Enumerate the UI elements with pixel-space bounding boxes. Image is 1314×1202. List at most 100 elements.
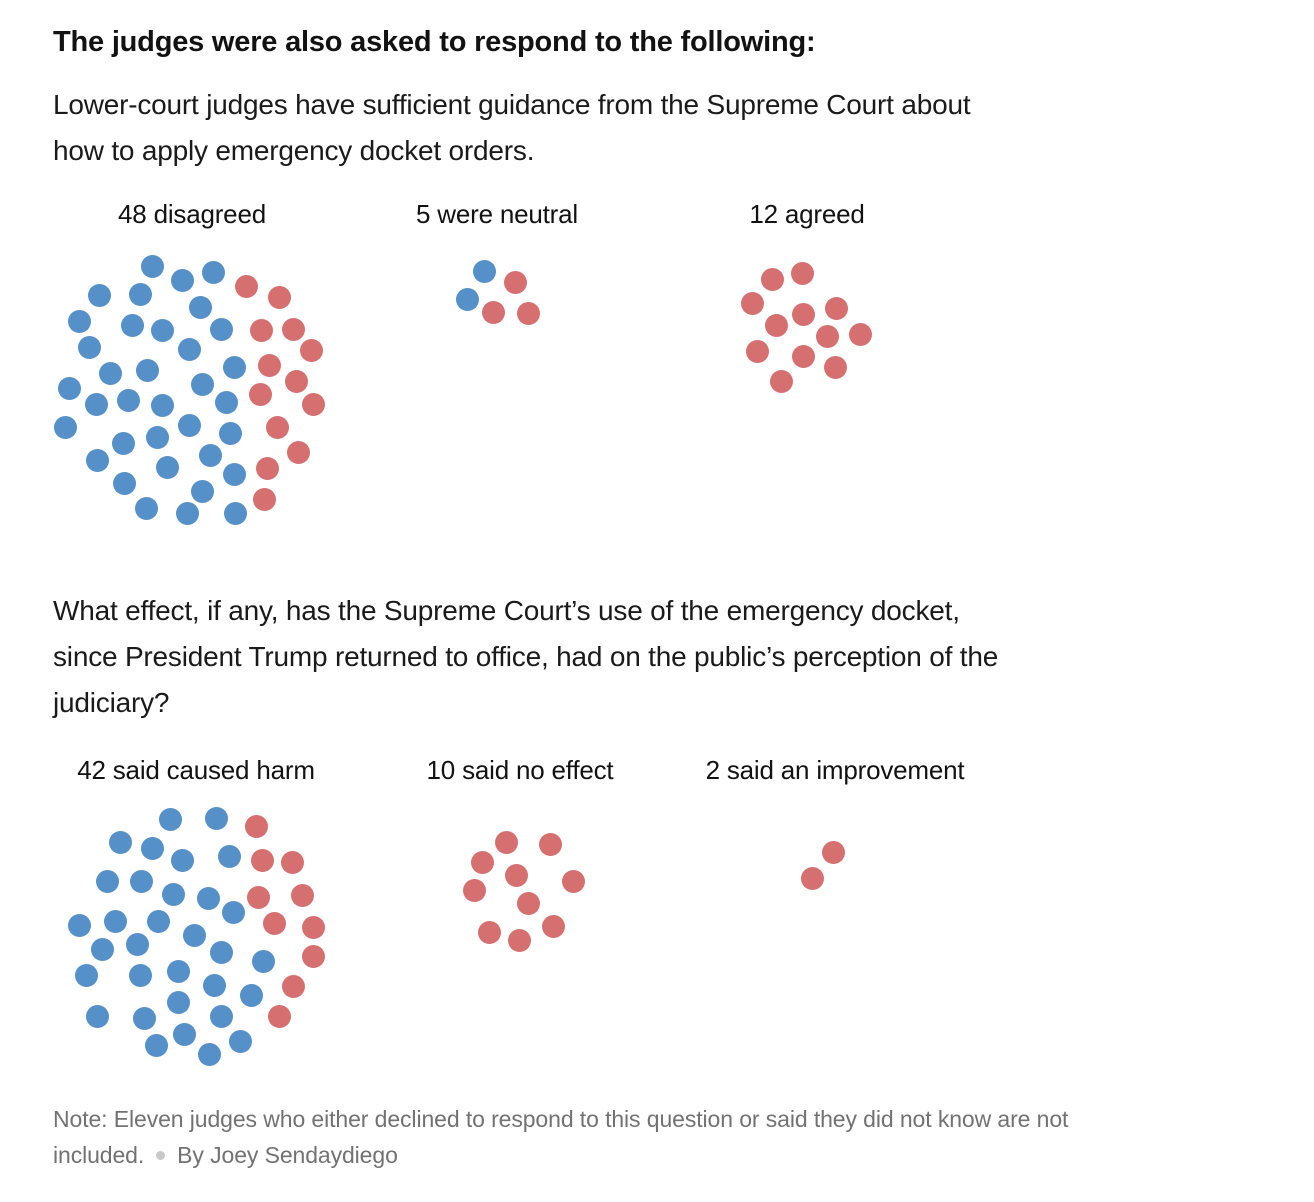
judge-dot-blue (222, 355, 246, 379)
judge-dot-red (262, 911, 286, 935)
judge-dot-red (234, 274, 258, 298)
judge-dot-blue (170, 268, 194, 292)
judge-dot-red (299, 338, 323, 362)
judge-dot-red (470, 850, 494, 874)
judge-dot-blue (251, 949, 275, 973)
cluster-label: 12 agreed (749, 199, 865, 229)
judge-dot-blue (90, 937, 114, 961)
judge-dot-blue (196, 886, 220, 910)
judge-dot-blue (145, 425, 169, 449)
judge-dot-blue (170, 848, 194, 872)
question-1: Lower-court judges have sufficient guida… (53, 82, 971, 174)
judge-dot-red (301, 915, 325, 939)
judge-dot-blue (57, 376, 81, 400)
question-2-line: judiciary? (53, 687, 170, 718)
judge-dot-blue (140, 836, 164, 860)
judge-dot-red (790, 261, 814, 285)
judge-dot-blue (455, 287, 479, 311)
judge-dot-blue (209, 1004, 233, 1028)
judge-dot-blue (95, 869, 119, 893)
cluster-label: 5 were neutral (416, 199, 578, 229)
judge-dot-red (481, 300, 505, 324)
judge-dot-blue (161, 882, 185, 906)
judge-dot-blue (128, 963, 152, 987)
judge-dot-blue (125, 932, 149, 956)
footnote-included: included. (53, 1142, 145, 1168)
byline: By Joey Sendaydiego (177, 1142, 398, 1168)
judge-dot-red (824, 296, 848, 320)
judge-dot-blue (103, 909, 127, 933)
judge-dot-red (257, 353, 281, 377)
judge-dot-blue (132, 1006, 156, 1030)
judge-dot-blue (77, 335, 101, 359)
judge-dot-blue (197, 1042, 221, 1066)
judge-dot-blue (85, 448, 109, 472)
judge-dot-blue (166, 959, 190, 983)
judge-dot-red (284, 369, 308, 393)
judge-dot-red (760, 267, 784, 291)
judge-dot-red (504, 863, 528, 887)
judge-dot-blue (129, 869, 153, 893)
judge-dot-blue (204, 806, 228, 830)
judge-dot-red (541, 914, 565, 938)
footnote: Note: Eleven judges who either declined … (53, 1101, 1068, 1173)
section-heading: The judges were also asked to respond to… (53, 26, 816, 58)
judge-dot-blue (120, 313, 144, 337)
bullet-separator-icon (156, 1151, 166, 1161)
judge-dot-blue (134, 496, 158, 520)
judge-dot-red (503, 270, 527, 294)
judge-dot-blue (98, 361, 122, 385)
judge-dot-blue (222, 462, 246, 486)
judge-dot-blue (177, 337, 201, 361)
judge-dot-blue (135, 358, 159, 382)
judge-dot-blue (166, 990, 190, 1014)
judge-dot-blue (182, 923, 206, 947)
judge-dot-red (507, 928, 531, 952)
judge-dot-blue (221, 900, 245, 924)
judge-dot-red (516, 301, 540, 325)
judge-dot-blue (177, 413, 201, 437)
judge-dot-blue (209, 317, 233, 341)
judge-dot-blue (198, 443, 222, 467)
judge-dot-red (286, 440, 310, 464)
judge-dot-red (764, 313, 788, 337)
judge-dot-blue (209, 940, 233, 964)
judge-dot-red (477, 920, 501, 944)
judge-dot-blue (190, 372, 214, 396)
judge-dot-blue (172, 1022, 196, 1046)
judge-dot-blue (218, 421, 242, 445)
judge-dot-blue (116, 388, 140, 412)
judge-dot-blue (146, 909, 170, 933)
question-1-line: how to apply emergency docket orders. (53, 135, 535, 166)
judge-dot-red (281, 317, 305, 341)
judge-dot-red (255, 456, 279, 480)
judge-dot-red (244, 814, 268, 838)
judge-dot-red (246, 885, 270, 909)
judge-dot-red (745, 339, 769, 363)
judge-dot-blue (150, 393, 174, 417)
judge-dot-red (265, 415, 289, 439)
judge-dot-blue (67, 913, 91, 937)
judge-dot-blue (150, 318, 174, 342)
judge-dot-blue (201, 260, 225, 284)
judge-dot-blue (228, 1029, 252, 1053)
judge-dot-red (823, 355, 847, 379)
judge-dot-red (800, 866, 824, 890)
judge-dot-blue (217, 844, 241, 868)
judge-dot-blue (202, 973, 226, 997)
judge-dot-red (248, 382, 272, 406)
judge-dot-blue (190, 479, 214, 503)
judge-dot-red (301, 944, 325, 968)
judge-dot-blue (239, 983, 263, 1007)
judge-dot-red (769, 369, 793, 393)
judge-dot-red (791, 302, 815, 326)
judge-dot-blue (188, 295, 212, 319)
judge-dot-blue (74, 963, 98, 987)
judge-dot-red (267, 285, 291, 309)
judge-dot-red (740, 291, 764, 315)
judge-dot-red (267, 1004, 291, 1028)
footnote-line: Note: Eleven judges who either declined … (53, 1106, 1069, 1132)
judge-dot-red (538, 832, 562, 856)
question-2: What effect, if any, has the Supreme Cou… (53, 588, 998, 726)
judge-dot-blue (140, 254, 164, 278)
